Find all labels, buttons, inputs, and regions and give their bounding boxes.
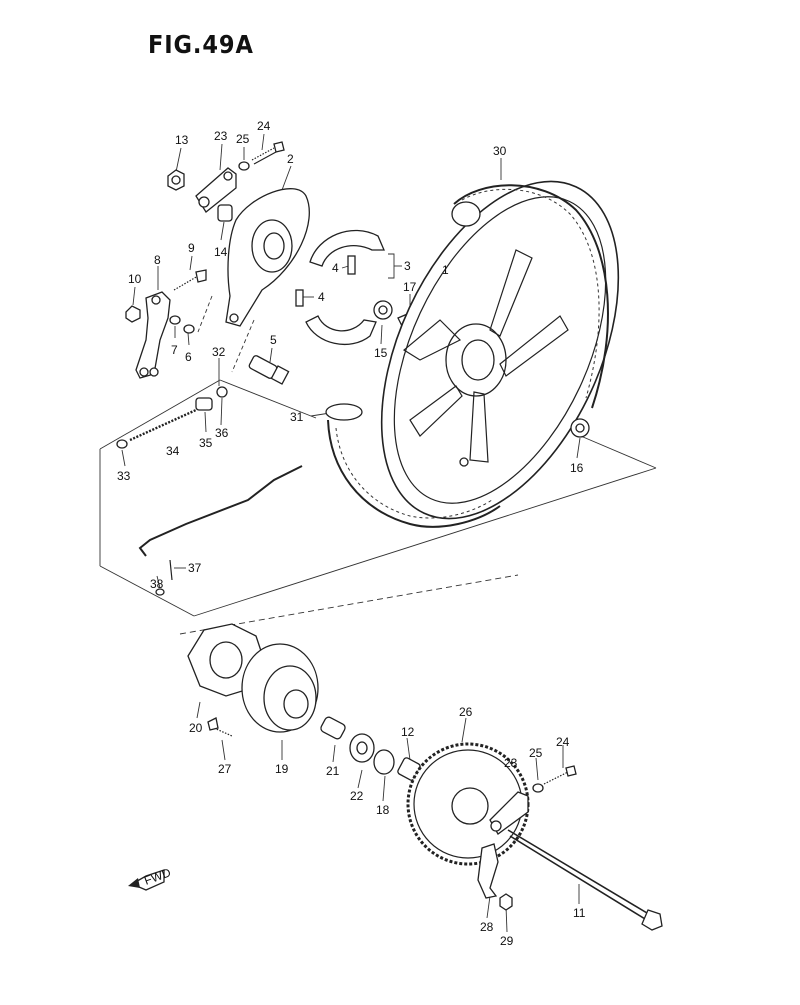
callout-12: 12 [401,725,415,739]
part-27-bolt [207,717,233,737]
callout-14: 14 [214,245,228,259]
callout-8: 8 [154,253,161,267]
part-23-torque-arm-lower [489,791,529,835]
part-2-brake-panel [225,188,310,327]
callout-23: 23 [214,129,228,143]
callout-17: 17 [403,280,417,294]
callout-10: 10 [128,272,142,286]
callout-32: 32 [212,345,226,359]
corner-mark: ––– [676,0,702,4]
part-6-washer [183,324,195,334]
callout-5: 5 [270,333,277,347]
part-3-brake-shoes [305,229,385,345]
part-10-nut [125,305,141,323]
part-33-washer [116,439,128,449]
callout-28: 28 [480,920,494,934]
callout-2: 2 [287,152,294,166]
part-9-screw [173,269,207,291]
callout-27: 27 [218,762,232,776]
callout-34: 34 [166,444,180,458]
figure-title: FIG.49A [148,30,254,59]
part-28-chain-adjuster [477,843,499,899]
part-18-seal [373,749,395,775]
part-25-washer [238,161,250,171]
callout-4: 4 [332,261,339,275]
part-15-seal [373,300,393,320]
callout-25: 25 [236,132,250,146]
part-16-seal [570,418,590,438]
part-32-brake-rod-joint [195,386,228,411]
callout-11: 11 [573,906,586,920]
part-22-bearing [349,733,375,763]
part-23-torque-arm [195,167,237,213]
callout-7: 7 [171,343,178,357]
callout-20: 20 [189,721,203,735]
part-13-nut [167,169,185,191]
callout-16: 16 [570,461,584,475]
part-37-cotter-pin [169,559,173,581]
callout-30: 30 [493,144,507,158]
callout-26: 26 [459,705,473,719]
callout-18: 18 [376,803,390,817]
callout-4: 4 [318,290,325,304]
part-4-springs [295,255,356,307]
callout-13: 13 [175,133,189,147]
callout-23: 23 [504,756,518,770]
callout-22: 22 [350,789,364,803]
callout-1: 1 [442,263,449,277]
brake-rod [138,465,303,557]
part-14-spacer [217,204,233,222]
callout-labels: 13 23 25 24 2 30 14 9 8 10 3 4 4 1 17 7 … [117,119,586,948]
part-7-washer [169,315,181,325]
callout-3: 3 [404,259,411,273]
callout-15: 15 [374,346,388,360]
part-34-spring [129,408,197,442]
callout-35: 35 [199,436,213,450]
part-31-tube [325,403,501,528]
callout-21: 21 [326,764,340,778]
callout-38: 38 [150,577,164,591]
callout-24: 24 [556,735,570,749]
part-19-hub [241,643,319,733]
part-38-washer [155,588,165,596]
callout-19: 19 [275,762,289,776]
callout-9: 9 [188,241,195,255]
part-24-bolt [251,141,285,165]
part-1-rear-wheel [380,180,620,520]
part-29-nut [499,893,513,911]
callout-33: 33 [117,469,131,483]
part-5-brake-cam [248,355,290,385]
callout-24: 24 [257,119,271,133]
callout-29: 29 [500,934,514,948]
fwd-arrow-icon [128,869,165,891]
callout-6: 6 [185,350,192,364]
callout-37: 37 [188,561,202,575]
callout-31: 31 [290,410,304,424]
part-8-cam-lever [135,291,171,379]
part-24-bolt-lower [543,765,577,785]
part-25-washer-lower [532,783,544,793]
callout-36: 36 [215,426,229,440]
part-21-spacer [320,716,346,740]
part-11-axle [507,829,663,931]
part-30-tire [451,184,609,409]
callout-25: 25 [529,746,543,760]
assembly-reference-lines [99,295,657,635]
